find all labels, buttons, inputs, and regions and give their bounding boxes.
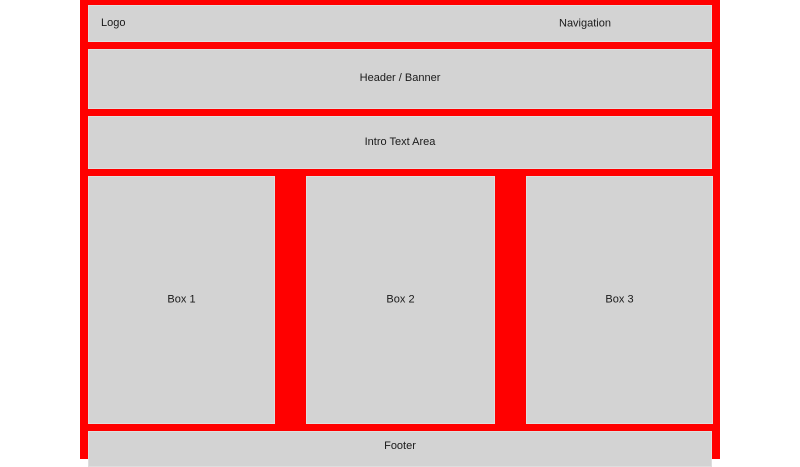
- wireframe-container: Logo Navigation Header / Banner Intro Te…: [80, 0, 720, 467]
- intro-text-label: Intro Text Area: [364, 135, 436, 148]
- footer-block: Footer: [88, 431, 712, 467]
- footer-label: Footer: [384, 440, 416, 452]
- header-banner-block: Header / Banner: [88, 49, 712, 109]
- navigation-label[interactable]: Navigation: [559, 16, 611, 29]
- header-banner-label: Header / Banner: [359, 72, 441, 85]
- content-box-2: Box 2: [306, 176, 495, 424]
- content-box-1: Box 1: [88, 176, 275, 424]
- content-boxes-row: Box 1 Box 2 Box 3: [88, 176, 713, 424]
- intro-text-block: Intro Text Area: [88, 116, 712, 169]
- content-box-3-label: Box 3: [605, 293, 634, 306]
- nav-bar: Logo Navigation: [88, 5, 712, 42]
- content-box-3: Box 3: [526, 176, 713, 424]
- logo-label[interactable]: Logo: [101, 16, 126, 29]
- content-box-1-label: Box 1: [167, 293, 196, 306]
- content-box-2-label: Box 2: [386, 293, 415, 306]
